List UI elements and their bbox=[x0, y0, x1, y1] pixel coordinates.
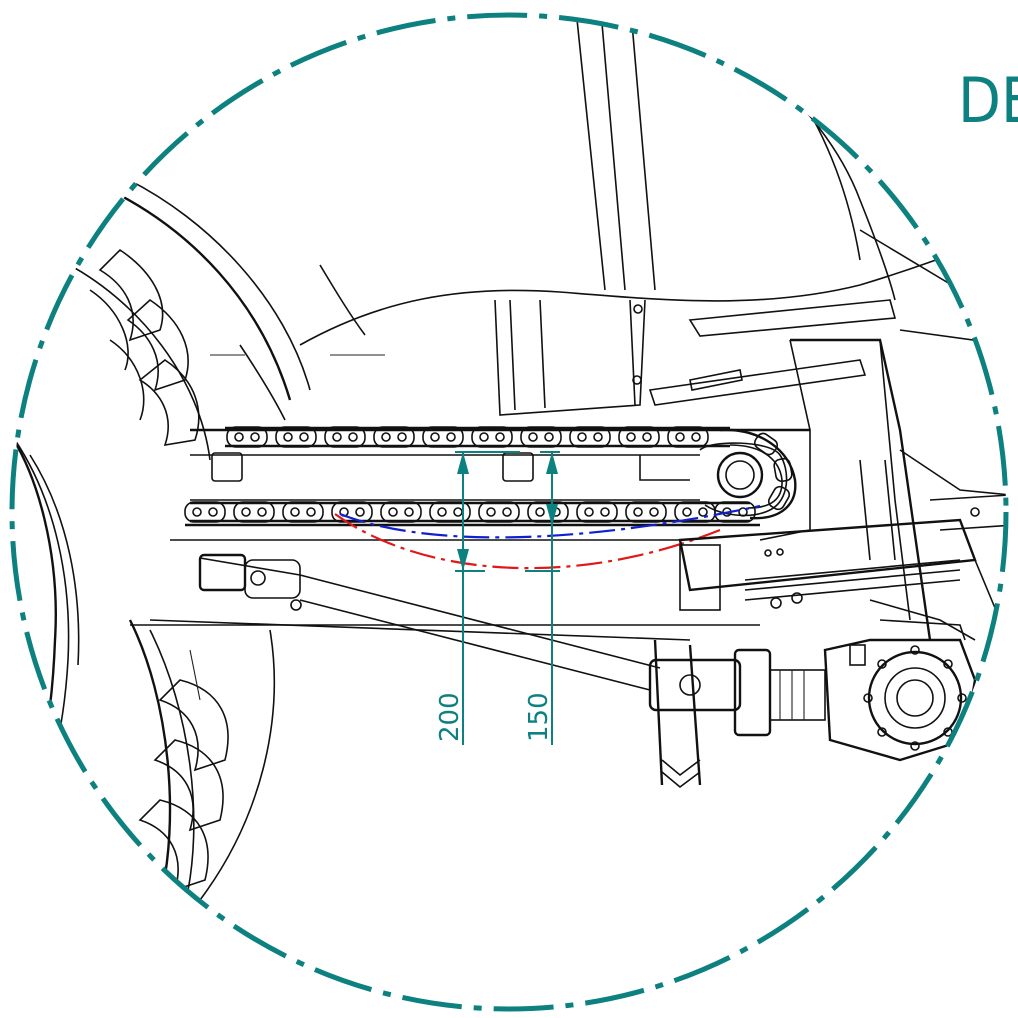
support-leg bbox=[653, 639, 702, 789]
machine-linework bbox=[12, 15, 1006, 926]
detail-boundary-circle bbox=[9, 12, 1009, 1012]
drive-shaft bbox=[198, 553, 826, 737]
chain-wrap bbox=[719, 428, 797, 520]
dimension-200-arrow-bottom bbox=[457, 549, 469, 571]
chain-sag-200-curve bbox=[334, 513, 721, 570]
gearbox bbox=[823, 619, 977, 762]
dimension-150-label: 150 bbox=[524, 692, 554, 742]
chain-lower-strand bbox=[190, 501, 750, 523]
upper-frame bbox=[239, 15, 1006, 421]
dimension-150-arrow-top bbox=[546, 452, 558, 474]
dimension-150-arrow-bottom bbox=[546, 504, 558, 526]
chain-lower-links bbox=[184, 501, 756, 523]
chain-sag-150-curve bbox=[339, 504, 761, 539]
chain-upper-strand bbox=[225, 426, 730, 448]
detail-label: DE bbox=[958, 64, 1018, 137]
dimension-200: 200 bbox=[435, 451, 520, 745]
dimension-150: 150 bbox=[524, 451, 560, 745]
dimension-200-label: 200 bbox=[435, 692, 465, 742]
dimension-200-arrow-top bbox=[457, 452, 469, 474]
tyre bbox=[12, 177, 311, 926]
right-frame bbox=[678, 338, 1006, 641]
